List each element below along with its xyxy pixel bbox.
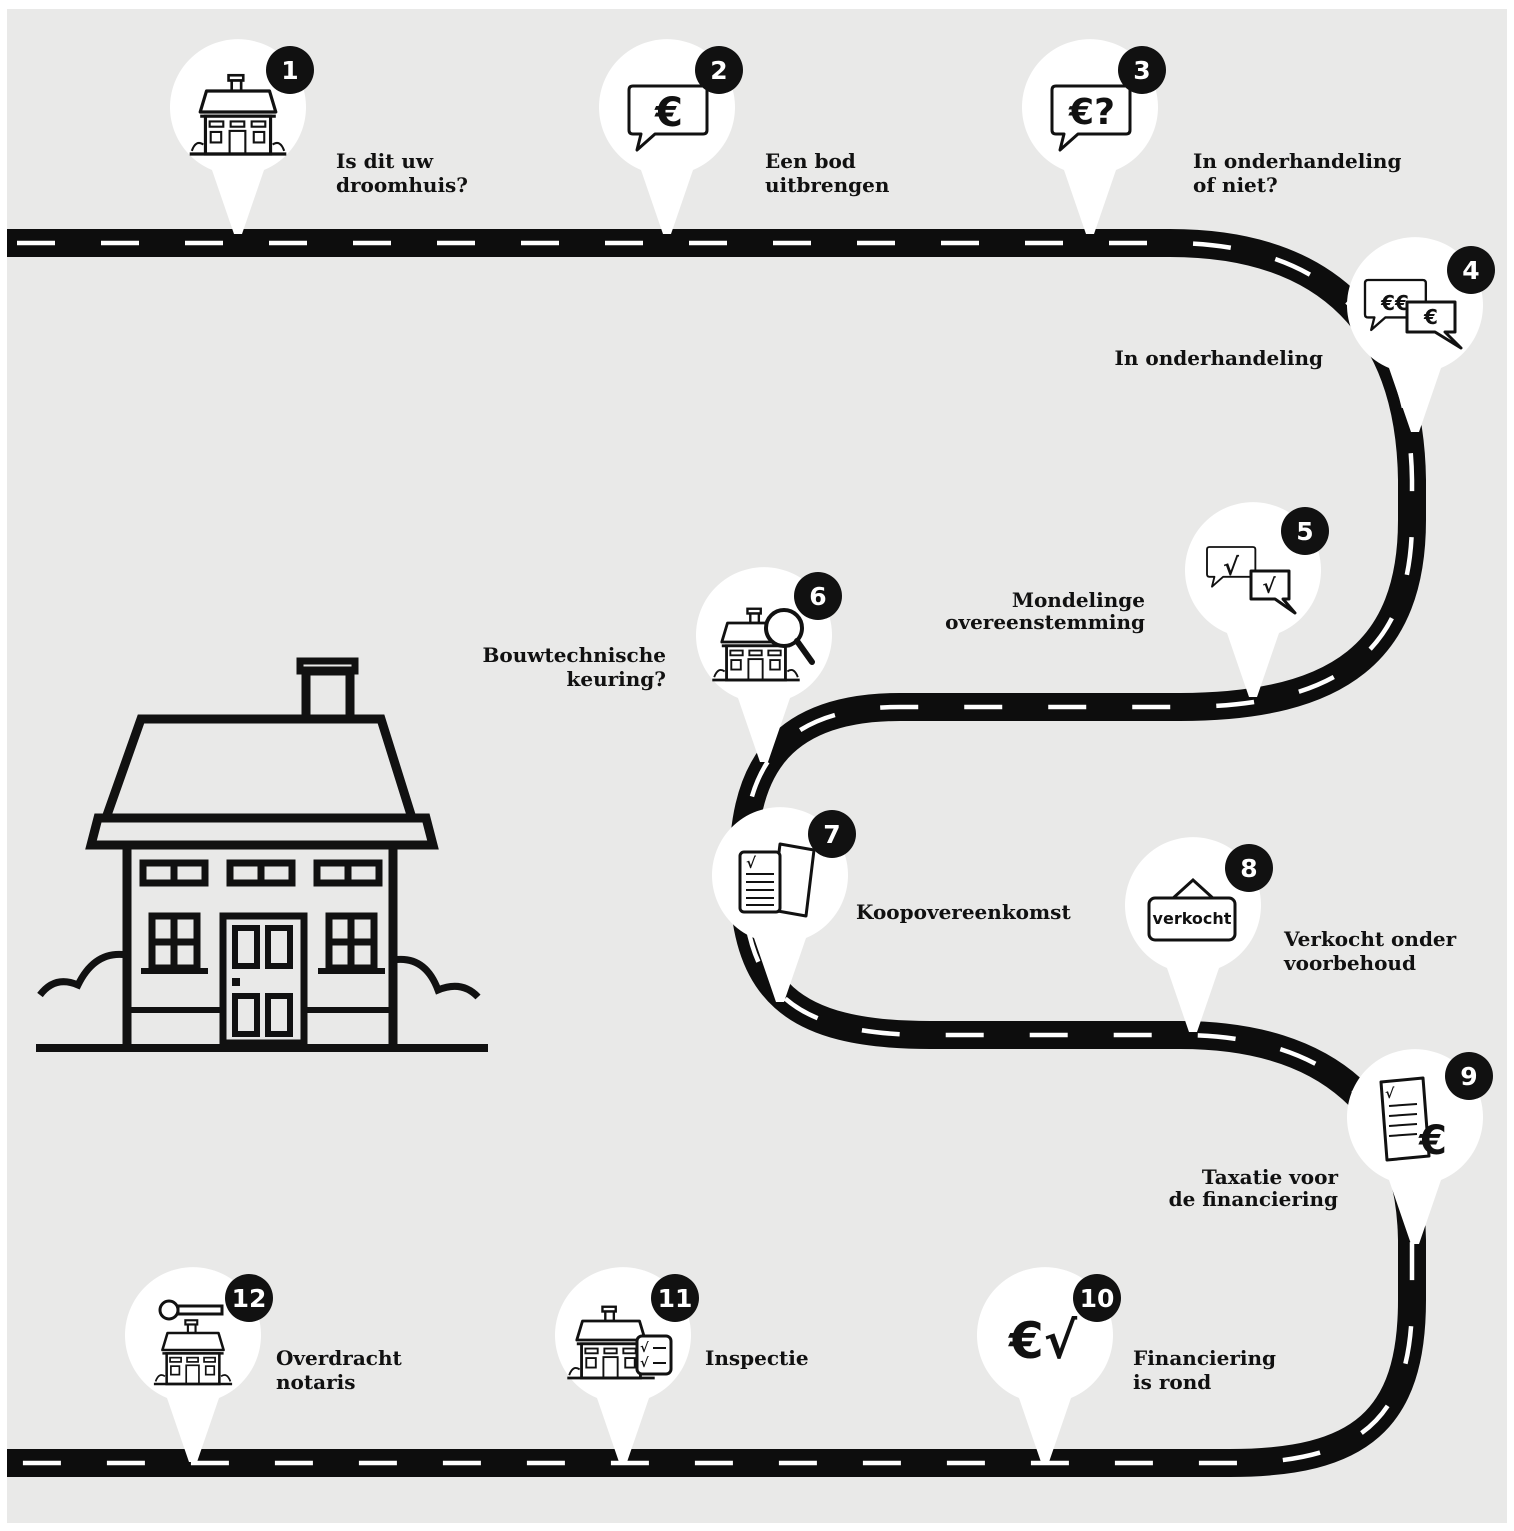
step-label-line: notaris	[276, 1370, 355, 1394]
step-number-badge	[1445, 1052, 1493, 1100]
step-label-line: Bouwtechnische	[482, 643, 666, 667]
svg-text:€: €	[1423, 305, 1438, 329]
verkocht-sign-icon: verkocht	[1147, 877, 1237, 942]
svg-text:€?: €?	[1068, 92, 1115, 133]
step-number-badge	[808, 810, 856, 858]
svg-text:√: √	[1262, 574, 1276, 598]
step-label-line: Overdracht	[276, 1346, 403, 1370]
step-number: 11	[658, 1284, 693, 1313]
step-number-badge	[1073, 1274, 1121, 1322]
step-label-line: voorbehoud	[1283, 951, 1416, 975]
step-number: 5	[1296, 517, 1313, 546]
step-4: €€€4In onderhandeling	[1115, 237, 1495, 432]
step-number: 2	[710, 56, 727, 85]
euro-dialogue-bubbles-icon: €€€	[1363, 278, 1463, 350]
step-label-line: overeenstemming	[945, 610, 1145, 634]
house-key-icon	[152, 1299, 234, 1386]
house-checklist-icon: √√	[565, 1305, 673, 1380]
step-number-badge	[695, 46, 743, 94]
step-label-line: is rond	[1133, 1370, 1211, 1394]
svg-text:√: √	[1385, 1086, 1395, 1102]
step-number: 8	[1240, 854, 1257, 883]
checkmark-dialogue-bubbles-icon: √√	[1206, 546, 1297, 615]
step-number: 9	[1460, 1062, 1477, 1091]
step-label-line: Inspectie	[705, 1346, 809, 1370]
step-number: 4	[1462, 256, 1479, 285]
svg-text:€: €	[1418, 1118, 1447, 1164]
euro-speech-bubble-icon: €	[627, 84, 709, 152]
step-number: 3	[1133, 56, 1150, 85]
step-label-line: keuring?	[566, 667, 666, 691]
svg-text:√: √	[1223, 553, 1240, 581]
step-label-line: droomhuis?	[336, 173, 468, 197]
step-number-badge	[1225, 844, 1273, 892]
svg-text:√: √	[640, 1341, 649, 1356]
step-number: 1	[281, 56, 298, 85]
step-label-line: Koopovereenkomst	[856, 900, 1071, 924]
step-number-badge	[225, 1274, 273, 1322]
step-number: 7	[823, 820, 840, 849]
svg-text:€€: €€	[1380, 291, 1409, 315]
step-label-line: In onderhandeling	[1193, 149, 1401, 173]
signed-documents-icon: √	[738, 842, 816, 918]
euro-question-speech-bubble-icon: €?	[1050, 84, 1132, 152]
svg-text:€√: €√	[1008, 1312, 1078, 1370]
step-label-line: Verkocht onder	[1283, 927, 1457, 951]
step-label-line: Is dit uw	[336, 149, 434, 173]
step-label-line: Een bod	[765, 149, 856, 173]
step-label-line: uitbrengen	[765, 173, 890, 197]
step-label-line: Financiering	[1133, 1346, 1276, 1370]
step-number-badge	[1281, 507, 1329, 555]
svg-text:€: €	[654, 90, 683, 136]
step-label-line: Taxatie voor	[1202, 1165, 1339, 1189]
step-label-line: of niet?	[1193, 173, 1278, 197]
step-number: 10	[1080, 1284, 1115, 1313]
valuation-document-euro-icon: √€	[1379, 1076, 1447, 1164]
step-number-badge	[1118, 46, 1166, 94]
step-number-badge	[266, 46, 314, 94]
large-house-illustration	[36, 657, 488, 1052]
step-number-badge	[651, 1274, 699, 1322]
svg-text:√: √	[746, 854, 757, 872]
step-label-line: In onderhandeling	[1115, 346, 1323, 370]
step-label-line: de financiering	[1169, 1187, 1338, 1211]
step-number-badge	[1447, 246, 1495, 294]
house-magnifier-icon	[710, 607, 815, 682]
step-number-badge	[794, 572, 842, 620]
step-number: 6	[809, 582, 826, 611]
step-number: 12	[232, 1284, 267, 1313]
verkocht-sign-text: verkocht	[1153, 909, 1232, 928]
euro-check-icon: €√	[1008, 1312, 1078, 1370]
step-label-line: Mondelinge	[1012, 588, 1145, 612]
svg-text:√: √	[640, 1356, 649, 1371]
